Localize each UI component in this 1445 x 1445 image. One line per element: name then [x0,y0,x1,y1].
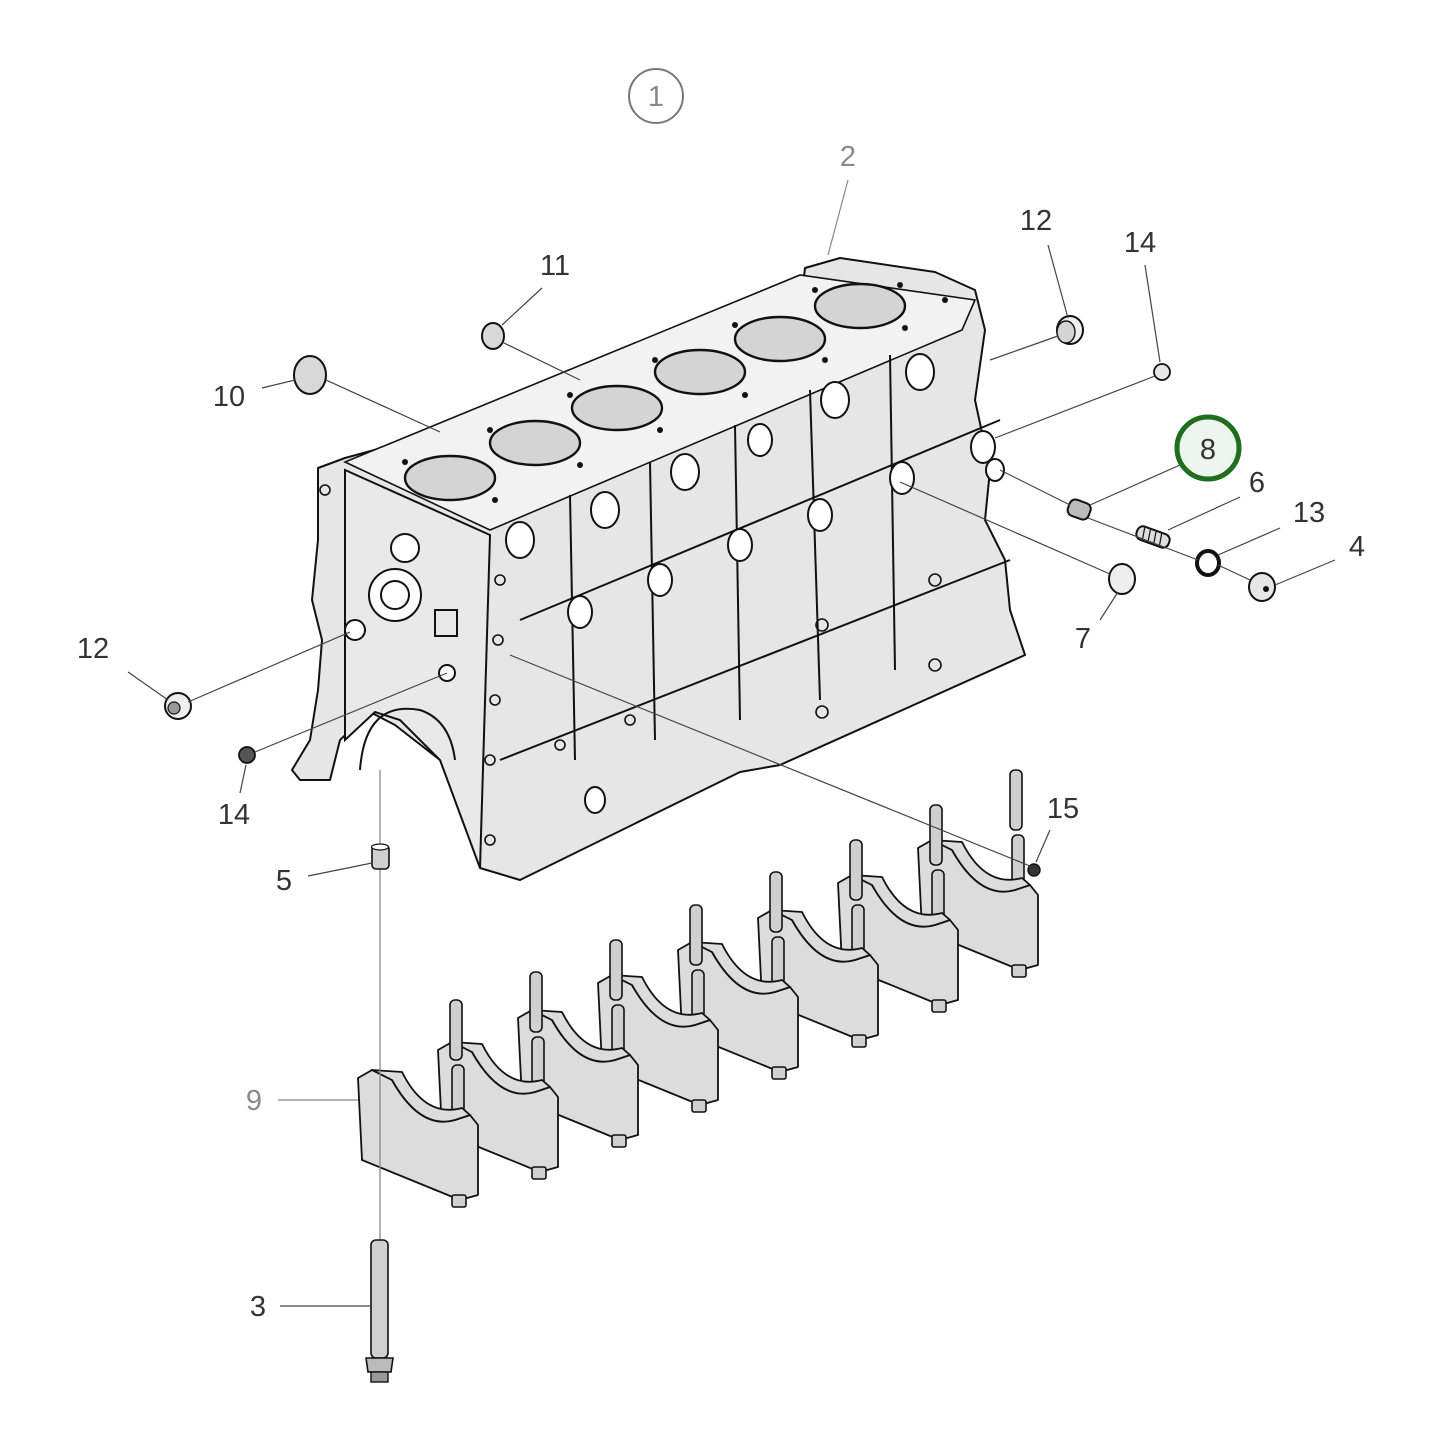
screw-plug-12-front-part[interactable] [164,692,192,720]
expansion-plug-7-part[interactable] [1108,563,1136,595]
ball-plug-15-part[interactable] [1027,863,1041,877]
sealing-ring-13-part[interactable] [1195,549,1221,577]
callout-10[interactable]: 10 [213,381,245,413]
callout-4[interactable]: 4 [1349,531,1365,563]
main-bearing-bolt-part[interactable] [365,1239,394,1383]
callout-11[interactable]: 11 [540,250,570,282]
cylinder-block-part[interactable] [291,257,1026,881]
callout-6[interactable]: 6 [1249,467,1265,499]
screw-plug-12-rear-part[interactable] [1056,315,1084,345]
callout-labels: 2 3 4 5 6 7 9 10 11 12 12 13 14 14 15 [77,141,1365,1323]
core-plug-11-part[interactable] [481,322,505,350]
callout-9[interactable]: 9 [246,1085,262,1117]
plug-14-rear-part[interactable] [1153,363,1171,381]
callout-8-highlighted[interactable]: 8 [1174,414,1242,482]
callout-14-rear[interactable]: 14 [1124,227,1156,259]
leader-lines [127,179,1336,1307]
svg-text:8: 8 [1200,434,1216,466]
plug-14-front-part[interactable] [238,746,256,764]
svg-text:1: 1 [648,81,664,113]
main-bearing-caps-part[interactable] [357,769,1039,1208]
callout-15[interactable]: 15 [1047,793,1079,825]
callout-14-front[interactable]: 14 [218,799,250,831]
core-plug-10-part[interactable] [293,355,327,395]
callout-12-rear[interactable]: 12 [1020,205,1052,237]
spring-6-part[interactable] [1135,525,1172,550]
callout-7[interactable]: 7 [1075,623,1091,655]
callout-1-title[interactable]: 1 [628,68,684,124]
callout-5[interactable]: 5 [276,865,292,897]
dowel-sleeve-part[interactable] [370,843,390,870]
callout-12-front[interactable]: 12 [77,633,109,665]
callout-2[interactable]: 2 [840,141,856,173]
callout-3[interactable]: 3 [250,1291,266,1323]
callout-13[interactable]: 13 [1293,497,1325,529]
plug-4-part[interactable] [1248,572,1276,602]
valve-piston-8-part[interactable] [1066,498,1092,521]
